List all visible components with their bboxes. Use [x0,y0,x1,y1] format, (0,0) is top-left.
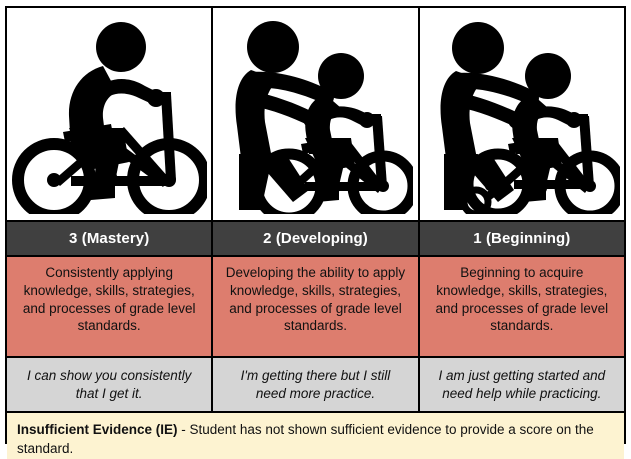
student-quote-row: I can show you consistently that I get i… [7,356,624,411]
insufficient-evidence-note: Insufficient Evidence (IE) - Student has… [7,411,624,459]
level-header-row: 3 (Mastery) 2 (Developing) 1 (Beginning) [7,220,624,255]
level-header-developing: 2 (Developing) [213,222,420,255]
child-riding-bike-alone-icon [11,14,208,214]
description-beginning: Beginning to acquire knowledge, skills, … [419,257,624,356]
student-quote-mastery: I can show you consistently that I get i… [7,358,214,411]
student-quote-beginning: I am just getting started and need help … [419,358,624,411]
illustration-cell-mastery [7,8,214,220]
insufficient-evidence-label: Insufficient Evidence (IE) [17,422,178,437]
illustration-cell-beginning [419,8,624,220]
level-header-mastery: 3 (Mastery) [7,222,214,255]
rubric-table: 3 (Mastery) 2 (Developing) 1 (Beginning)… [5,6,626,459]
description-developing: Developing the ability to apply knowledg… [213,257,420,356]
illustration-cell-developing [213,8,420,220]
student-quote-developing: I'm getting there but I still need more … [213,358,420,411]
description-row: Consistently applying knowledge, skills,… [7,255,624,356]
illustration-row [7,8,624,220]
level-header-beginning: 1 (Beginning) [419,222,624,255]
adult-holding-child-on-bike-icon [217,14,414,214]
adult-holding-child-on-bike-with-training-wheels-icon [424,14,620,214]
description-mastery: Consistently applying knowledge, skills,… [7,257,214,356]
